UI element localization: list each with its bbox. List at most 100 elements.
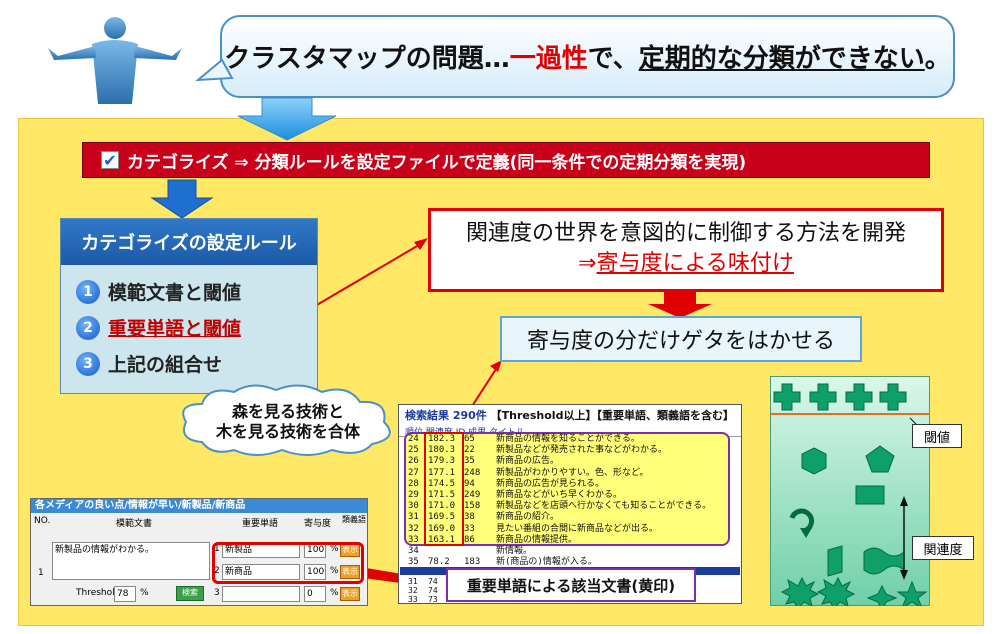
- percent-label: %: [330, 566, 339, 576]
- model-document-textarea[interactable]: 新製品の情報がわかる。: [52, 542, 210, 580]
- result-title: 新製品などを店頭へ行かなくても知ることができる。: [496, 501, 712, 512]
- col-no: NO.: [34, 516, 51, 526]
- term-input[interactable]: 新商品: [222, 564, 300, 580]
- shape-figures: [770, 383, 930, 606]
- synonym-button[interactable]: 表示: [340, 565, 360, 579]
- method-box: 関連度の世界を意図的に制御する方法を開発 ⇒寄与度による味付け: [428, 208, 944, 292]
- result-score: 73: [428, 595, 438, 604]
- cross-icon: [879, 383, 907, 411]
- result-rank: 29: [408, 490, 419, 500]
- result-title: 新商品の広告が見られる。: [496, 478, 605, 489]
- result-row[interactable]: 34 新情報。: [408, 546, 532, 557]
- result-score: 171.0: [428, 501, 456, 512]
- term-input[interactable]: [222, 586, 300, 602]
- result-rank: 30: [408, 501, 419, 512]
- method-line-1: 関連度の世界を意図的に制御する方法を開発: [465, 221, 906, 246]
- threshold-input[interactable]: 78: [114, 586, 136, 602]
- result-rank: 24: [408, 434, 419, 444]
- result-title: 新商品の紹介。: [496, 512, 560, 523]
- checkbox-icon: ✔: [101, 151, 119, 170]
- pentagon-icon: [865, 445, 895, 473]
- rule-item-1: 1 模範文書と閾値: [76, 278, 241, 305]
- result-id: 33: [464, 523, 475, 534]
- rule-item-3: 3 上記の組合せ: [76, 350, 222, 377]
- result-id: 22: [464, 445, 475, 456]
- result-title: 見たい番組の合間に新商品などが出る。: [496, 523, 659, 534]
- star4-icon: [866, 584, 898, 606]
- threshold-label-box: 閾値: [912, 424, 962, 448]
- result-rank: 34: [408, 546, 419, 556]
- threshold-label: Threshold: [76, 588, 121, 598]
- cloud-line-1: 森を見る技術と: [231, 402, 344, 421]
- banner-text: カテゴライズ ⇒ 分類ルールを設定ファイルで定義(同一条件での定期分類を実現): [127, 152, 747, 173]
- result-row[interactable]: 33 73: [408, 594, 464, 605]
- problem-underlined: 定期的な分類ができない: [638, 44, 925, 74]
- result-title: 新製品などが発売された事などがわかる。: [496, 445, 668, 456]
- result-id: 38: [464, 512, 475, 523]
- result-score: 169.0: [428, 523, 456, 534]
- star-icon: [896, 580, 928, 606]
- percent-label: %: [330, 588, 339, 598]
- result-score: 179.3: [428, 456, 456, 467]
- result-rank: 33: [408, 534, 419, 545]
- cross-icon: [773, 383, 801, 411]
- col-doc: 模範文書: [116, 519, 153, 529]
- result-row[interactable]: 32 169.0 33 見たい番組の合間に新商品などが出る。: [408, 524, 658, 535]
- term-index: 1: [214, 544, 220, 554]
- percent-label: %: [330, 544, 339, 554]
- result-score: 177.1: [428, 467, 456, 478]
- result-id: 86: [464, 534, 475, 545]
- problem-keyword: 一過性: [509, 44, 588, 74]
- result-rank: 27: [408, 467, 419, 478]
- result-score: 174.5: [428, 478, 456, 489]
- synonym-button[interactable]: 表示: [340, 587, 360, 601]
- term-highlight-box: [212, 542, 364, 584]
- result-id: 248: [464, 467, 481, 478]
- result-rank: 25: [408, 445, 419, 456]
- boost-box: 寄与度の分だけゲタをはかせる: [500, 316, 862, 362]
- cross-icon: [809, 383, 837, 411]
- result-score: 182.3: [428, 434, 456, 444]
- result-score: 74: [428, 577, 438, 586]
- rule-item-label: 模範文書と閾値: [108, 282, 242, 304]
- result-title: 新商品の広告。: [496, 456, 560, 467]
- number-2-icon: 2: [76, 315, 100, 340]
- weight-input[interactable]: 0: [304, 586, 326, 602]
- weight-input[interactable]: 100: [304, 542, 326, 558]
- result-score: 78.2: [428, 557, 450, 568]
- result-id: 183: [464, 557, 481, 568]
- result-title: 新情報。: [496, 546, 533, 556]
- col-weight: 寄与度: [304, 519, 332, 529]
- presenter-person-icon: [48, 17, 182, 104]
- result-score: 169.5: [428, 512, 456, 523]
- form-title: 各メディアの良い点/情報が早い/新製品/新商品: [31, 499, 367, 513]
- method-prefix: ⇒: [578, 251, 597, 276]
- method-keyword: 寄与度による味付け: [596, 251, 794, 276]
- rule-item-2: 2 重要単語と閾値: [76, 314, 241, 341]
- rule-item-label: 上記の組合せ: [108, 354, 223, 376]
- weight-input[interactable]: 100: [304, 564, 326, 580]
- hexagon-icon: [801, 447, 827, 475]
- result-rank: 32: [408, 523, 419, 534]
- col-term: 重要単語: [242, 519, 279, 529]
- search-button[interactable]: 検索: [176, 586, 204, 601]
- result-score: 163.1: [428, 534, 456, 545]
- result-id: 249: [464, 490, 481, 500]
- result-rank: 33: [408, 595, 418, 604]
- method-line-2: ⇒寄与度による味付け: [431, 249, 941, 279]
- cloud-callout-icon: [182, 384, 391, 456]
- cross-icon: [845, 383, 873, 411]
- categorize-banner: ✔ カテゴライズ ⇒ 分類ルールを設定ファイルで定義(同一条件での定期分類を実現…: [82, 142, 930, 178]
